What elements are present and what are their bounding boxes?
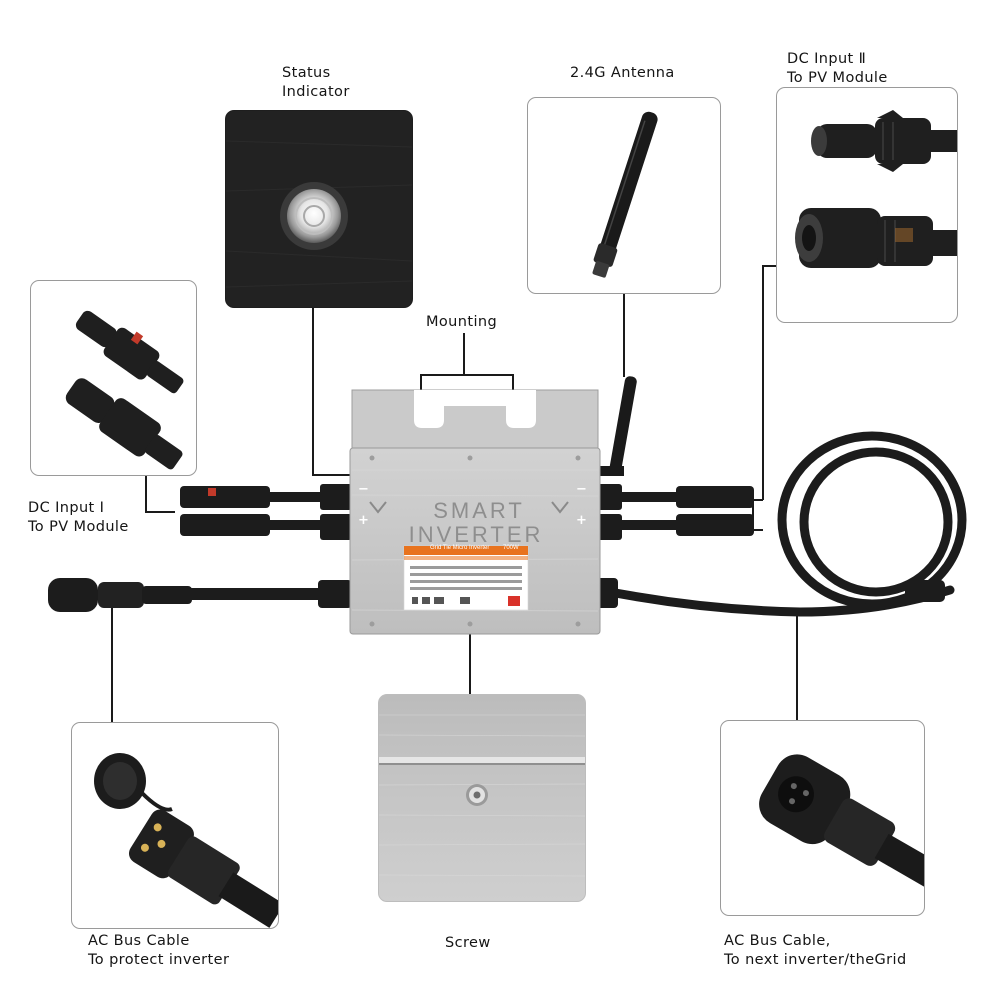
- ac-bus-right-detail: [720, 720, 925, 916]
- leader-dc2-a: [752, 499, 763, 501]
- leader-dc2-v: [762, 265, 764, 500]
- inverter-plus-right: +: [576, 513, 587, 528]
- inverter-minus-right: −: [576, 482, 587, 497]
- inverter-label-power: 700W: [503, 545, 519, 551]
- inverter-label-title: Grid Tie Micro Inverter: [430, 545, 490, 551]
- inverter-title-line2: INVERTER: [408, 522, 544, 547]
- dc-input-1-detail: [30, 280, 197, 476]
- dc-input-2-label: DC Input Ⅱ To PV Module: [787, 50, 888, 88]
- leader-dc2-b: [752, 499, 754, 530]
- ac-bus-right-label-line2: To next inverter/theGrid: [724, 952, 907, 968]
- mounting-label: Mounting: [426, 314, 498, 330]
- status-indicator-label: Status Indicator: [282, 64, 350, 102]
- leader-status-h: [312, 474, 352, 476]
- leader-dc1-h: [145, 511, 175, 513]
- dc-input-2-detail: [776, 87, 958, 323]
- status-indicator-label-line2: Indicator: [282, 84, 350, 100]
- inverter-plus-left: +: [358, 513, 369, 528]
- dc-input-1-label-line2: To PV Module: [28, 519, 129, 535]
- leader-mount-v: [463, 333, 465, 375]
- dc-input-1-label: DC Input Ⅰ To PV Module: [28, 499, 129, 537]
- antenna-label: 2.4G Antenna: [570, 65, 675, 81]
- ac-bus-left-detail: [71, 722, 279, 929]
- antenna-detail: [527, 97, 721, 294]
- inverter-title-line1: SMART: [433, 498, 525, 523]
- status-indicator-label-line1: Status: [282, 65, 331, 81]
- ac-bus-right-label-line1: AC Bus Cable,: [724, 933, 831, 949]
- leader-dc2-c: [752, 529, 763, 531]
- ac-bus-left-label: AC Bus Cable To protect inverter: [88, 932, 229, 970]
- dc-input-2-label-line1: DC Input Ⅱ: [787, 51, 867, 67]
- leader-mount-h: [420, 374, 513, 376]
- screw-detail: [378, 694, 586, 902]
- leader-dc1-v: [145, 475, 147, 512]
- leader-ac-right: [796, 610, 798, 720]
- leader-antenna: [623, 292, 625, 377]
- inverter-minus-left: −: [358, 482, 369, 497]
- ac-bus-left-label-line1: AC Bus Cable: [88, 933, 190, 949]
- ac-bus-right-label: AC Bus Cable, To next inverter/theGrid: [724, 932, 907, 970]
- dc-input-1-label-line1: DC Input Ⅰ: [28, 500, 105, 516]
- dc-input-2-label-line2: To PV Module: [787, 70, 888, 86]
- leader-mount-r: [512, 374, 514, 404]
- leader-status: [312, 305, 314, 475]
- screw-label: Screw: [445, 935, 491, 951]
- status-indicator-detail: [225, 110, 413, 308]
- leader-mount-l: [420, 374, 422, 404]
- leader-ac-left: [111, 605, 113, 722]
- leader-dc2-h: [762, 265, 776, 267]
- ac-bus-left-label-line2: To protect inverter: [88, 952, 230, 968]
- leader-screw: [469, 632, 471, 694]
